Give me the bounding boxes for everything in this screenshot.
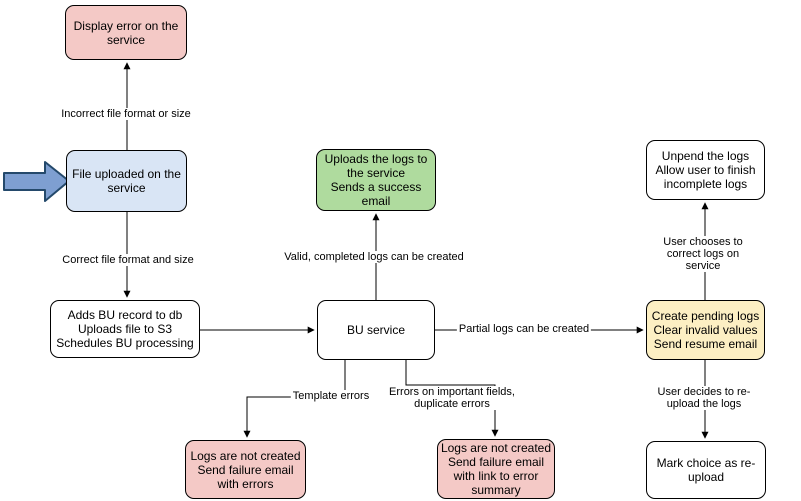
node-unpend-logs: Unpend the logs Allow user to finish inc…	[646, 140, 765, 200]
node-logs-not-created-with-errors: Logs are not created Send failure email …	[185, 440, 306, 499]
edge-label-template-errors: Template errors	[290, 390, 372, 402]
node-adds-bu-record: Adds BU record to db Uploads file to S3 …	[50, 300, 200, 358]
edge-label-incorrect-file-format: Incorrect file format or size	[59, 108, 193, 120]
edge-label-valid-completed-logs: Valid, completed logs can be created	[282, 251, 466, 263]
edge-label-user-decides-reupload: User decides to re-upload the logs	[655, 386, 753, 410]
node-display-error-on-service: Display error on the service	[65, 5, 187, 60]
node-logs-not-created-error-summary: Logs are not created Send failure email …	[437, 439, 555, 499]
edge-label-field-errors: Errors on important fields, duplicate er…	[387, 386, 517, 410]
node-create-pending-logs: Create pending logs Clear invalid values…	[646, 300, 765, 360]
node-mark-choice-reupload: Mark choice as re- upload	[646, 441, 766, 499]
entry-arrow-icon	[3, 161, 70, 202]
edge-label-partial-logs: Partial logs can be created	[456, 323, 592, 335]
edge-label-correct-file-format: Correct file format and size	[60, 254, 196, 266]
node-file-uploaded-on-service: File uploaded on the service	[66, 150, 187, 212]
edge-label-user-chooses-correct: User chooses to correct logs on service	[654, 236, 752, 272]
node-uploads-logs-success-email: Uploads the logs to the service Sends a …	[316, 149, 436, 211]
connector-buservice-to-logsnc-fields	[405, 360, 499, 437]
node-bu-service: BU service	[317, 300, 435, 360]
